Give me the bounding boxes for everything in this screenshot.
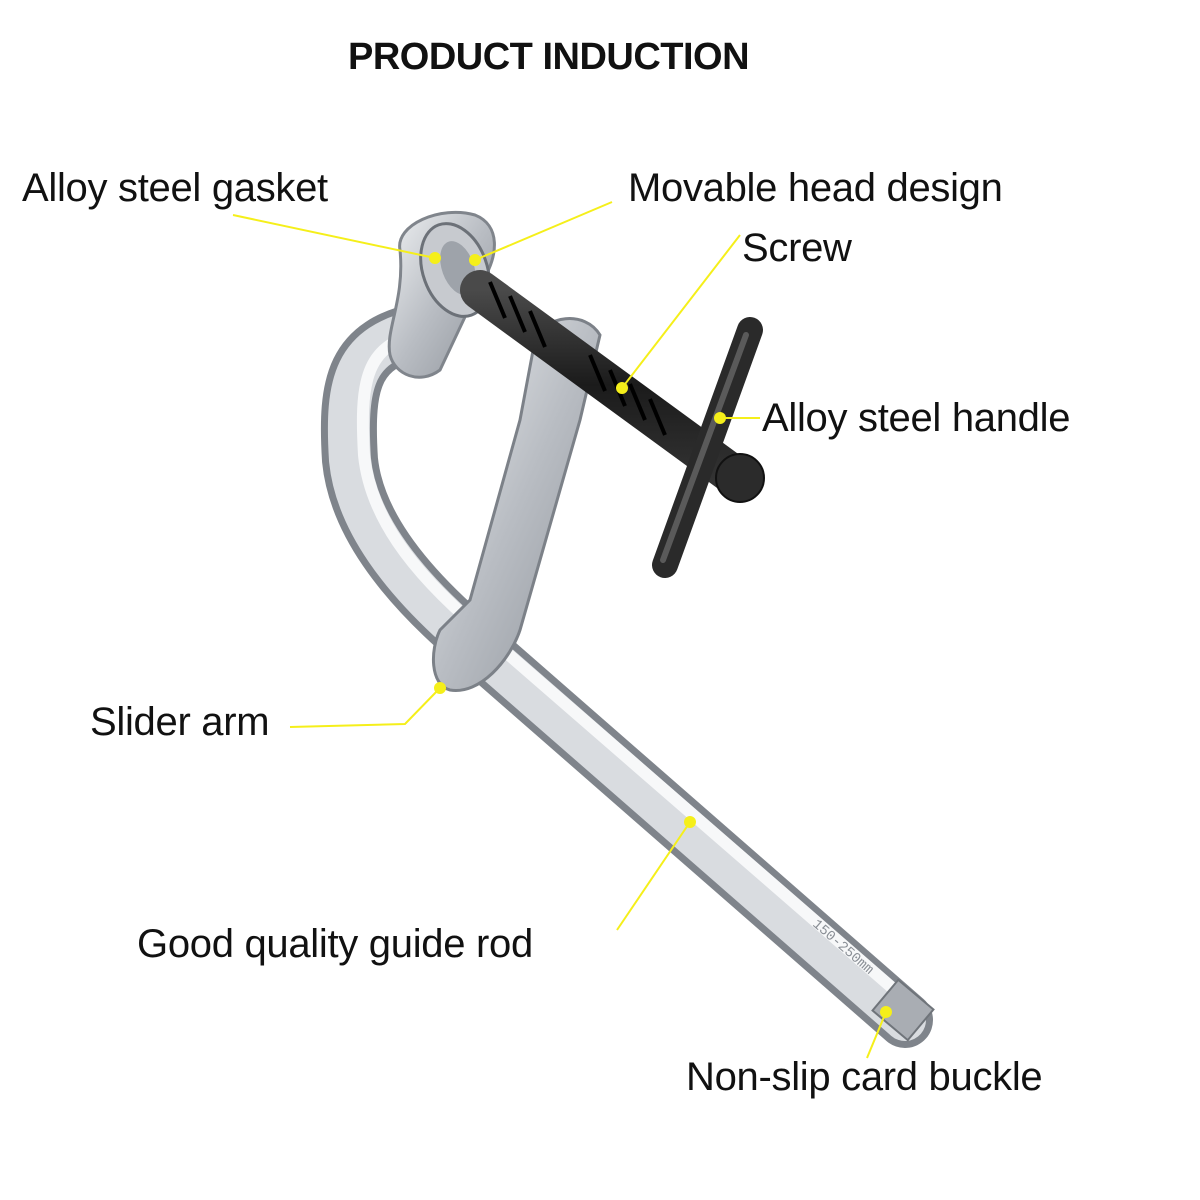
callout-lines xyxy=(232,201,887,1059)
callout-line-slider xyxy=(289,687,441,728)
callout-dot-slider xyxy=(434,682,446,694)
callout-line-screw xyxy=(621,234,741,389)
label-alloy-steel-handle: Alloy steel handle xyxy=(762,396,1071,440)
callout-line-gasket xyxy=(232,214,436,259)
callout-dot-screw xyxy=(616,382,628,394)
callout-line-rod xyxy=(616,821,691,931)
screw-threads xyxy=(488,281,667,436)
label-non-slip-card-buckle: Non-slip card buckle xyxy=(686,1055,1043,1099)
page-title: PRODUCT INDUCTION xyxy=(348,36,750,78)
callout-dot-handle xyxy=(714,412,726,424)
callout-dots xyxy=(429,252,892,1018)
sliding-arm xyxy=(431,317,602,692)
callout-line-buckle xyxy=(866,1011,887,1059)
label-slider-arm: Slider arm xyxy=(90,700,270,744)
label-guide-rod: Good quality guide rod xyxy=(137,922,533,966)
label-movable-head-design: Movable head design xyxy=(628,166,1003,210)
callout-dot-rod xyxy=(684,816,696,828)
callout-dot-buckle xyxy=(880,1006,892,1018)
callout-dot-gasket xyxy=(429,252,441,264)
rod-end-cap xyxy=(871,978,935,1042)
label-screw: Screw xyxy=(742,226,852,270)
label-alloy-steel-gasket: Alloy steel gasket xyxy=(22,166,328,210)
callout-line-movable-head xyxy=(474,201,613,261)
callout-dot-movable-head xyxy=(469,254,481,266)
